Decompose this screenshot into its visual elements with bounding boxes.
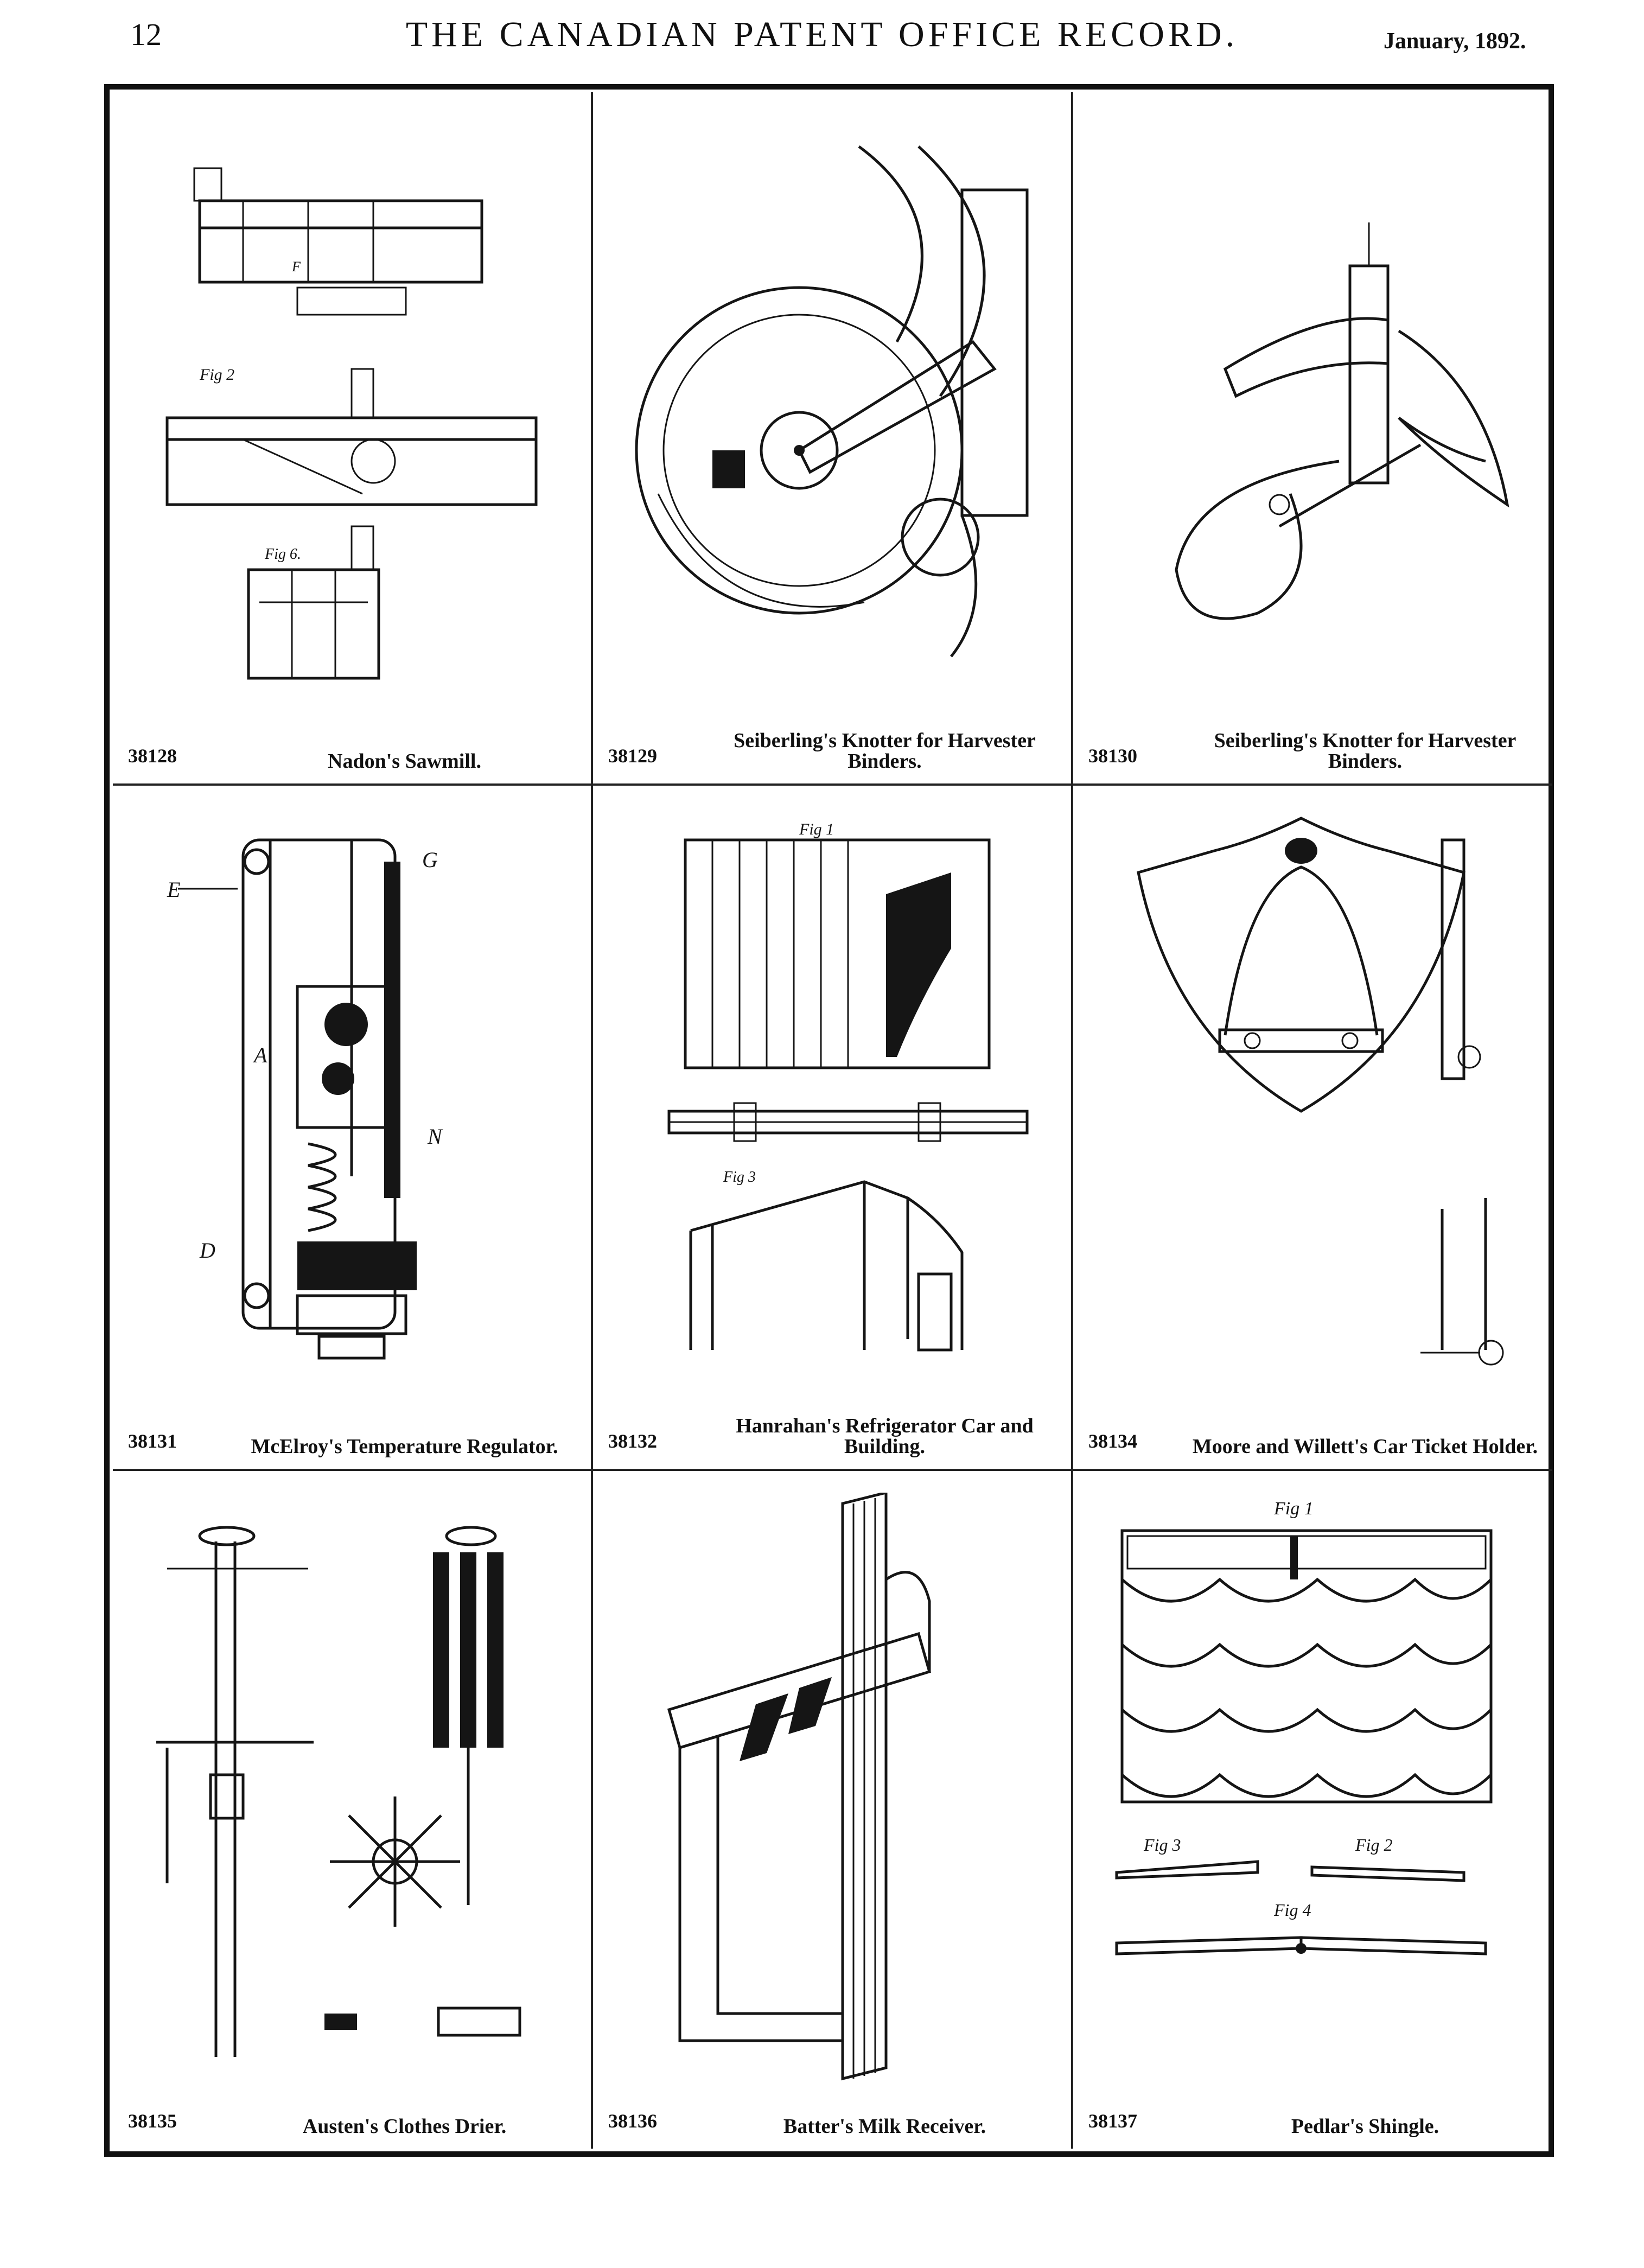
milk-receiver-drawing bbox=[615, 1490, 1049, 2084]
patent-caption: 38136 Batter's Milk Receiver. bbox=[608, 2089, 1058, 2137]
temperature-regulator-drawing: E A D G N bbox=[135, 807, 569, 1399]
patent-number: 38135 bbox=[128, 2110, 177, 2132]
patent-caption: 38134 Moore and Willett's Car Ticket Hol… bbox=[1088, 1409, 1539, 1457]
svg-text:G: G bbox=[422, 848, 438, 872]
clothes-drier-illustration bbox=[156, 1526, 521, 2057]
fig-1-label: Fig 1 bbox=[1273, 1499, 1314, 1519]
patent-cell-sawmill: F Fig 2 Fig 6. 38128 Nadon's Sawmill. bbox=[113, 92, 593, 786]
patent-cell-clothes-drier: 38135 Austen's Clothes Drier. bbox=[113, 1471, 593, 2149]
patent-grid: F Fig 2 Fig 6. 38128 Nadon's Sawmill. bbox=[113, 92, 1552, 2149]
patent-number: 38132 bbox=[608, 1430, 657, 1452]
fig-3-label: Fig 3 bbox=[1143, 1835, 1181, 1855]
milk-receiver-illustration bbox=[667, 1490, 932, 2081]
patent-cell-temperature-regulator: E A D G N 38131 McElroy's Temperature Re… bbox=[113, 786, 593, 1471]
page-number: 12 bbox=[130, 17, 162, 52]
patent-cell-knotter-2: 38130 Seiberling's Knotter for Harvester… bbox=[1073, 92, 1552, 786]
patent-cell-ticket-holder: 38134 Moore and Willett's Car Ticket Hol… bbox=[1073, 786, 1552, 1471]
knotter-hook-drawing bbox=[1095, 114, 1529, 705]
patent-number: 38137 bbox=[1088, 2110, 1137, 2132]
patent-title: Seiberling's Knotter for Harvester Binde… bbox=[1214, 729, 1516, 773]
patent-number: 38131 bbox=[128, 1430, 177, 1452]
knotter-illustration bbox=[635, 145, 1029, 658]
sawmill-drawing: F Fig 2 Fig 6. bbox=[135, 114, 569, 705]
refrigerator-car-drawing: Fig 1 Fig 3 bbox=[615, 807, 1049, 1399]
patent-caption: 38128 Nadon's Sawmill. bbox=[128, 724, 578, 772]
knotter-hook-illustration bbox=[1175, 222, 1509, 620]
svg-text:F: F bbox=[291, 259, 301, 275]
fig-1-label: Fig 1 bbox=[799, 820, 834, 838]
refrigerator-car-illustration: Fig 1 Fig 3 bbox=[667, 820, 1029, 1352]
svg-text:A: A bbox=[252, 1043, 267, 1067]
patent-title: Hanrahan's Refrigerator Car and Building… bbox=[736, 1415, 1034, 1458]
journal-title: THE CANADIAN PATENT OFFICE RECORD. bbox=[405, 15, 1239, 54]
ticket-holder-illustration bbox=[1137, 817, 1504, 1366]
patent-number: 38128 bbox=[128, 745, 177, 767]
patent-title: Pedlar's Shingle. bbox=[1291, 2115, 1439, 2138]
patent-caption: 38130 Seiberling's Knotter for Harvester… bbox=[1088, 724, 1539, 772]
sawmill-illustration: F Fig 2 Fig 6. bbox=[165, 167, 538, 680]
patent-title: Austen's Clothes Drier. bbox=[302, 2115, 507, 2138]
patent-number: 38129 bbox=[608, 745, 657, 767]
patent-caption: 38132 Hanrahan's Refrigerator Car and Bu… bbox=[608, 1409, 1058, 1457]
page-frame bbox=[104, 84, 1554, 2157]
fig-6-label: Fig 6. bbox=[264, 546, 301, 563]
clothes-drier-drawing bbox=[135, 1493, 569, 2084]
patent-caption: 38135 Austen's Clothes Drier. bbox=[128, 2089, 578, 2137]
patent-number: 38134 bbox=[1088, 1430, 1137, 1452]
patent-cell-knotter: 38129 Seiberling's Knotter for Harvester… bbox=[593, 92, 1073, 786]
svg-text:E: E bbox=[167, 877, 180, 902]
ticket-holder-drawing bbox=[1095, 807, 1529, 1399]
temperature-regulator-illustration: E A D G N bbox=[167, 838, 443, 1360]
patent-title: Seiberling's Knotter for Harvester Binde… bbox=[734, 729, 1036, 773]
patent-caption: 38129 Seiberling's Knotter for Harvester… bbox=[608, 724, 1058, 772]
patent-cell-milk-receiver: 38136 Batter's Milk Receiver. bbox=[593, 1471, 1073, 2149]
patent-caption: 38131 McElroy's Temperature Regulator. bbox=[128, 1409, 578, 1457]
patent-number: 38130 bbox=[1088, 745, 1137, 767]
patent-caption: 38137 Pedlar's Shingle. bbox=[1088, 2089, 1539, 2137]
fig-2-label: Fig 2 bbox=[1355, 1835, 1392, 1855]
knotter-drawing bbox=[615, 114, 1049, 705]
patent-number: 38136 bbox=[608, 2110, 657, 2132]
patent-cell-refrigerator-car: Fig 1 Fig 3 38132 Hanrahan's Refrigerato… bbox=[593, 786, 1073, 1471]
fig-2-label: Fig 2 bbox=[199, 366, 234, 384]
svg-text:N: N bbox=[427, 1124, 443, 1149]
patent-title: Nadon's Sawmill. bbox=[328, 750, 481, 773]
fig-4-label: Fig 4 bbox=[1273, 1900, 1311, 1920]
svg-text:D: D bbox=[199, 1238, 215, 1263]
patent-cell-shingle: Fig 1 Fig 3 Fig 2 Fig 4 38137 Pedlar's bbox=[1073, 1471, 1552, 2149]
patent-title: Batter's Milk Receiver. bbox=[783, 2115, 986, 2138]
fig-3-label: Fig 3 bbox=[723, 1169, 756, 1186]
shingle-drawing: Fig 1 Fig 3 Fig 2 Fig 4 bbox=[1095, 1493, 1529, 2084]
patent-title: Moore and Willett's Car Ticket Holder. bbox=[1192, 1435, 1538, 1458]
shingle-illustration: Fig 1 Fig 3 Fig 2 Fig 4 bbox=[1115, 1499, 1493, 1955]
patent-title: McElroy's Temperature Regulator. bbox=[251, 1435, 558, 1458]
issue-date: January, 1892. bbox=[1384, 29, 1526, 54]
